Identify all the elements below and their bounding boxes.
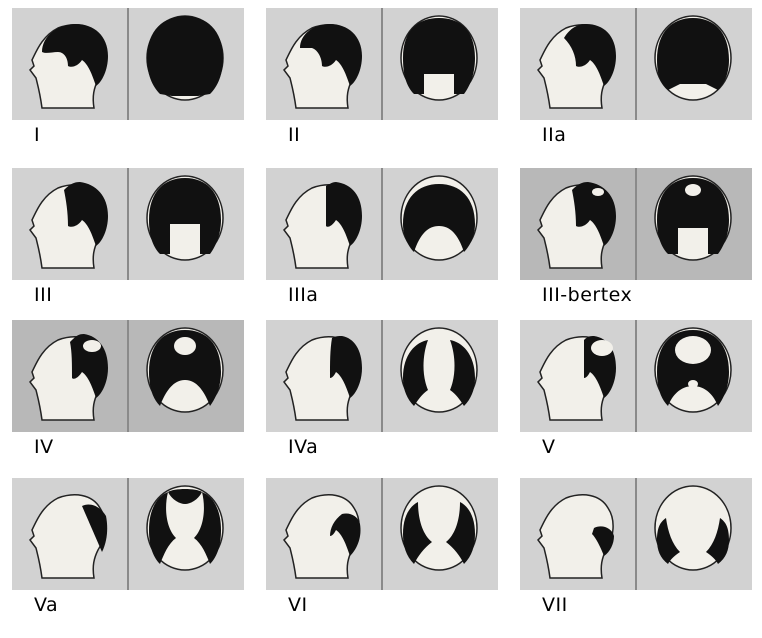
stage-cell: VII [520, 478, 752, 638]
stage-label: II [288, 124, 300, 146]
stage-cell: I [12, 8, 244, 168]
top-view-head [147, 16, 223, 100]
side-profile-head [30, 182, 108, 268]
stage-label: I [34, 124, 40, 146]
stage-label: IIIa [288, 284, 318, 306]
stage-label: III [34, 284, 52, 306]
stage-illustration [520, 8, 752, 120]
stage-illustration [12, 168, 244, 280]
side-profile-head [538, 495, 614, 578]
stage-cell: IIa [520, 8, 752, 168]
stage-cell: IIIa [266, 168, 498, 328]
stage-cell: VI [266, 478, 498, 638]
side-profile-head [538, 336, 616, 420]
top-view-head [147, 328, 223, 412]
side-profile-head [30, 495, 107, 578]
top-view-head [147, 176, 223, 260]
stage-label: VII [542, 594, 568, 616]
stage-cell: III [12, 168, 244, 328]
side-profile-head [284, 24, 362, 108]
top-view-head [655, 16, 731, 100]
top-view-head [655, 486, 731, 570]
top-view-head [655, 328, 731, 412]
side-profile-head [538, 24, 616, 108]
stage-label: III-bertex [542, 284, 632, 306]
stage-cell: V [520, 320, 752, 480]
stage-cell: IVa [266, 320, 498, 480]
top-view-head [655, 176, 731, 260]
stage-cell: IV [12, 320, 244, 480]
top-view-head [147, 486, 223, 570]
top-view-head [401, 328, 477, 412]
stage-illustration [520, 168, 752, 280]
stage-cell: III-bertex [520, 168, 752, 328]
stage-cell: Va [12, 478, 244, 638]
side-profile-head [30, 24, 108, 108]
stage-label: Va [34, 594, 58, 616]
stage-illustration [12, 478, 244, 590]
stage-illustration [12, 8, 244, 120]
stage-illustration [266, 320, 498, 432]
stage-label: VI [288, 594, 308, 616]
side-profile-head [284, 495, 361, 578]
stage-illustration [266, 8, 498, 120]
stage-label: IVa [288, 436, 318, 458]
stage-illustration [520, 320, 752, 432]
stage-illustration [266, 168, 498, 280]
top-view-head [401, 486, 477, 570]
stage-illustration [266, 478, 498, 590]
stage-cell: II [266, 8, 498, 168]
stage-illustration [520, 478, 752, 590]
top-view-head [401, 16, 477, 100]
stage-label: V [542, 436, 556, 458]
top-view-head [401, 176, 477, 260]
stage-label: IIa [542, 124, 566, 146]
side-profile-head [284, 182, 362, 268]
stage-label: IV [34, 436, 54, 458]
side-profile-head [284, 336, 362, 420]
stage-illustration [12, 320, 244, 432]
